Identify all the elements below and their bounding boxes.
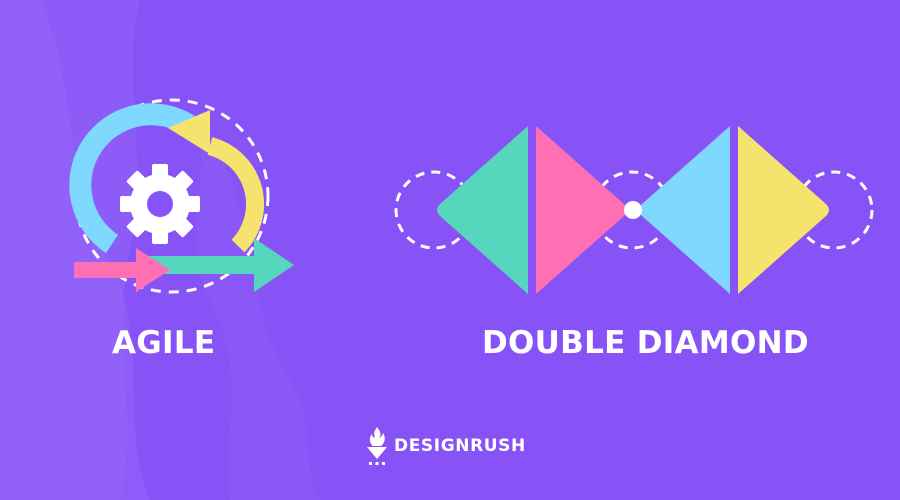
double-diamond-label: DOUBLE DIAMOND bbox=[482, 325, 809, 361]
green-arrow-icon bbox=[146, 238, 294, 292]
agile-illustration bbox=[69, 98, 294, 294]
diamond-icon bbox=[437, 126, 627, 294]
brand-name: DESIGNRUSH bbox=[394, 436, 526, 456]
circular-arrow-icon bbox=[69, 103, 197, 254]
dashed-circle-icon bbox=[74, 98, 270, 294]
designrush-logo-icon bbox=[367, 427, 387, 465]
pink-arrow-icon bbox=[74, 248, 170, 292]
brand[interactable]: DESIGNRUSH bbox=[366, 424, 526, 468]
connector-dot-icon bbox=[624, 201, 642, 219]
diamond-icon bbox=[639, 126, 829, 294]
gear-icon bbox=[120, 164, 200, 244]
agile-label: AGILE bbox=[112, 325, 216, 361]
double-diamond-illustration bbox=[394, 126, 874, 294]
